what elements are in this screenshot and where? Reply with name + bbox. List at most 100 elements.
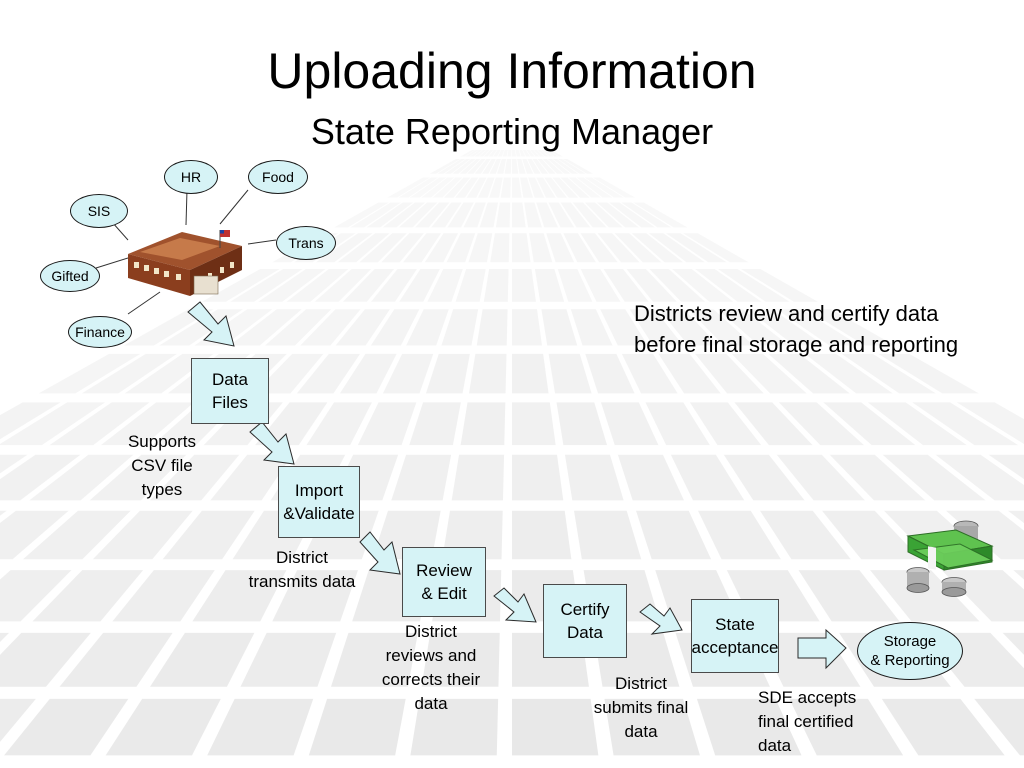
background-tile	[424, 233, 459, 263]
background-tile	[459, 159, 481, 174]
background-tile	[542, 159, 564, 174]
background-tile	[596, 202, 639, 228]
background-tile	[804, 353, 893, 394]
background-tile	[387, 177, 430, 198]
background-tile	[768, 353, 850, 394]
background-tile	[406, 309, 449, 346]
background-tile	[32, 570, 144, 622]
step-certify-data[interactable]: Certify Data	[543, 584, 627, 658]
background-tile	[455, 268, 486, 302]
step-storage-reporting[interactable]: Storage & Reporting	[857, 622, 963, 680]
background-tile	[512, 698, 599, 756]
background-tile	[882, 454, 986, 501]
background-tile	[512, 177, 522, 198]
background-tile	[557, 159, 586, 174]
background-tile	[529, 233, 553, 263]
step-state-acceptance[interactable]: State acceptance	[691, 599, 779, 673]
background-tile	[517, 159, 526, 174]
background-tile	[563, 159, 593, 174]
background-tile	[0, 402, 105, 446]
background-tile	[672, 268, 734, 302]
step-review-edit[interactable]: Review & Edit	[402, 547, 486, 617]
background-tile	[621, 202, 672, 228]
background-tile	[512, 309, 542, 346]
background-tile	[570, 309, 613, 346]
background-tile	[382, 353, 434, 394]
note-sde-accepts: SDE accepts final certified data	[758, 688, 857, 755]
background-tile	[308, 698, 406, 756]
background-tile	[286, 268, 349, 302]
background-tile	[366, 202, 414, 228]
background-tile	[483, 268, 509, 302]
background-tile	[159, 309, 243, 346]
background-tile	[399, 268, 440, 302]
background-tile	[489, 159, 502, 174]
background-tile	[636, 510, 712, 560]
background-tile	[544, 177, 567, 198]
background-tile	[560, 202, 591, 228]
background-tile	[493, 150, 501, 157]
background-tile	[564, 454, 624, 501]
background-tile	[548, 353, 592, 394]
background-tile	[548, 202, 575, 228]
background-tile	[633, 202, 688, 228]
background-tile	[468, 233, 493, 263]
background-tile	[552, 159, 579, 174]
background-tile	[665, 233, 727, 263]
background-tile	[192, 570, 287, 622]
background-tile	[519, 150, 526, 157]
note-supports-csv: Supports CSV file types	[127, 432, 197, 499]
background-tile	[497, 159, 507, 174]
background-tile	[0, 632, 91, 687]
background-tile	[935, 454, 1024, 501]
background-tile	[100, 402, 194, 446]
background-tile	[614, 233, 662, 263]
background-tile	[629, 309, 684, 346]
background-tile	[421, 177, 455, 198]
arrow-to-data-files	[187, 301, 235, 347]
background-tile	[776, 454, 865, 501]
background-tile	[557, 268, 593, 302]
background-tile	[522, 150, 531, 157]
background-tile	[331, 632, 418, 687]
background-tile	[49, 402, 150, 446]
background-tile	[490, 233, 510, 263]
background-tile	[431, 202, 462, 228]
step-import-validate[interactable]: Import &Validate	[278, 466, 360, 538]
background-tile	[528, 177, 545, 198]
background-tile	[563, 233, 596, 263]
note-district-submits: District submits final data	[593, 674, 689, 741]
source-food[interactable]: Food	[248, 160, 308, 194]
source-gifted[interactable]: Gifted	[40, 260, 100, 292]
background-tile	[576, 177, 613, 198]
background-tile	[29, 454, 134, 501]
background-tile	[229, 309, 302, 346]
background-tile	[306, 402, 372, 446]
background-tile	[631, 233, 684, 263]
step-data-files[interactable]: Data Files	[191, 358, 269, 424]
background-tile	[1002, 632, 1024, 655]
source-hr[interactable]: HR	[164, 160, 218, 194]
source-trans[interactable]: Trans	[276, 226, 336, 260]
source-finance[interactable]: Finance	[68, 316, 132, 348]
background-tile	[541, 309, 578, 346]
background-tile	[740, 268, 818, 302]
background-tile	[463, 202, 486, 228]
background-tile	[534, 268, 565, 302]
background-tile	[512, 510, 572, 560]
background-tile	[912, 402, 1019, 446]
background-tile	[452, 159, 476, 174]
background-tile	[460, 150, 476, 157]
background-tile	[455, 177, 479, 198]
source-sis[interactable]: SIS	[70, 194, 128, 228]
background-tile	[546, 233, 575, 263]
background-tile	[488, 150, 497, 157]
background-tile	[683, 233, 749, 263]
background-tile	[337, 233, 390, 263]
background-tile	[342, 268, 395, 302]
background-tile	[723, 454, 805, 501]
background-tile	[150, 632, 255, 687]
background-tile	[315, 233, 373, 263]
background-tile	[334, 202, 389, 228]
background-tile	[339, 353, 397, 394]
